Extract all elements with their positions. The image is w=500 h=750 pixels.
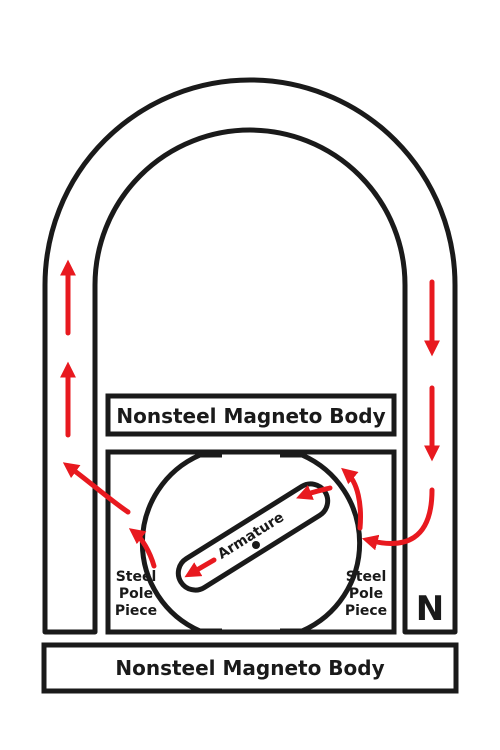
- svg-text:Steel: Steel: [116, 569, 157, 585]
- flux-arrows: [59, 259, 441, 578]
- armature: [175, 481, 331, 593]
- bottom-body-label: Nonsteel Magneto Body: [115, 656, 384, 680]
- svg-text:Pole: Pole: [349, 586, 383, 602]
- right-steel-pole-piece: [282, 452, 363, 634]
- horseshoe-magnet: [42, 77, 458, 635]
- flux-arrow-through-armature: [184, 557, 217, 578]
- svg-text:Piece: Piece: [345, 603, 387, 619]
- svg-text:Piece: Piece: [115, 603, 157, 619]
- north-pole-label: N: [416, 589, 444, 629]
- flux-arrow-left-curve: [62, 462, 131, 515]
- top-body-label: Nonsteel Magneto Body: [116, 404, 385, 428]
- svg-text:Pole: Pole: [119, 586, 153, 602]
- armature-pivot: [252, 541, 260, 549]
- svg-text:Steel: Steel: [346, 569, 387, 585]
- flux-arrow-into-armature: [296, 485, 333, 500]
- flux-arrow-left-lower: [128, 528, 157, 569]
- bottom-magneto-body: [41, 642, 459, 694]
- top-magneto-body: [105, 393, 397, 437]
- flux-arrow-right-upper: [341, 467, 363, 531]
- left-pole-label: Steel Pole Piece: [115, 569, 157, 619]
- flux-arrow-right-curve: [361, 487, 435, 551]
- right-pole-label: Steel Pole Piece: [345, 569, 387, 619]
